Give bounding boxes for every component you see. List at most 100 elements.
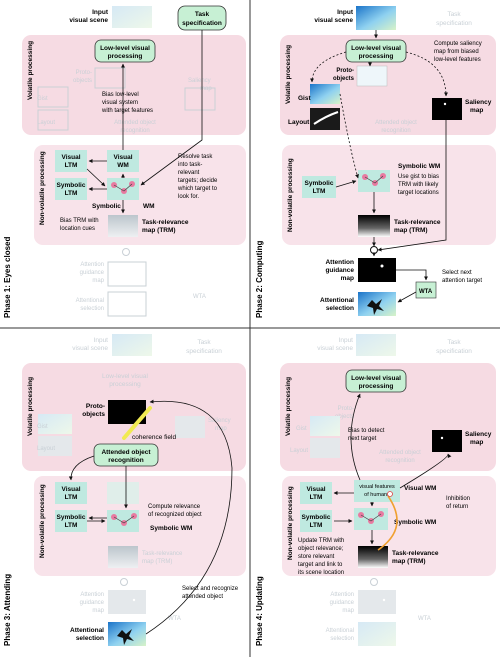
wm-node-graph-icon xyxy=(111,181,135,194)
wm-node-graph-icon xyxy=(358,511,384,524)
symbolic-label: Symbolic xyxy=(92,203,121,210)
agm-map xyxy=(358,590,396,614)
wta-label: WTA xyxy=(419,289,433,295)
saliency-map xyxy=(184,87,216,111)
phase4-arrows xyxy=(333,393,452,551)
agm-spot xyxy=(380,264,384,268)
input-scene-thumb xyxy=(356,334,396,356)
coherence-note: coherence field xyxy=(132,434,176,441)
nonvolatile-panel xyxy=(282,145,496,245)
input-scene-thumb xyxy=(356,6,396,30)
proto-label: Proto-objects xyxy=(73,70,92,84)
combine-node-icon xyxy=(122,248,130,256)
symbolic-ltm-box xyxy=(300,510,332,532)
attsel-map xyxy=(358,622,396,646)
gist-map xyxy=(310,84,340,104)
volatile-label: Volatile processing xyxy=(285,45,292,104)
nonvolatile-panel xyxy=(282,476,496,576)
phase-label: Phase 2: Computing xyxy=(255,241,264,318)
gist-label: Gist xyxy=(37,96,48,102)
nonvolatile-label: Non-volatile processing xyxy=(287,486,294,560)
wta-label: WTA xyxy=(193,294,206,300)
layout-map xyxy=(310,108,340,130)
wta-label: WTA xyxy=(168,616,181,622)
symbolic-ltm-box xyxy=(302,176,336,198)
phase-label: Phase 4: Updating xyxy=(255,576,264,646)
gist-label: Gist xyxy=(296,426,307,432)
nonvolatile-label: Non-volatile processing xyxy=(39,151,46,225)
wta-box xyxy=(415,281,437,299)
wm-label: WM xyxy=(143,203,155,210)
layout-label: Layout xyxy=(288,119,310,126)
input-scene-thumb xyxy=(112,6,152,28)
input-scene-thumb xyxy=(112,334,152,356)
saliency-map xyxy=(175,416,205,438)
combine-node-icon xyxy=(120,578,128,586)
symbolic-wm-label: Symbolic WM xyxy=(150,525,192,532)
proto-map xyxy=(356,65,388,87)
phase1-arrows xyxy=(86,30,203,214)
layout-label: Layout xyxy=(37,120,55,126)
layout-map xyxy=(310,438,340,458)
gist-map xyxy=(38,414,72,434)
agm-map xyxy=(107,261,147,287)
layout-label: Layout xyxy=(37,446,55,452)
nonvolatile-label: Non-volatile processing xyxy=(287,158,294,232)
volatile-label: Volatile processing xyxy=(285,377,292,436)
proto-label: Proto-objects xyxy=(335,406,354,420)
wta-label: WTA xyxy=(418,616,431,622)
trm-map xyxy=(358,546,388,568)
proto-map xyxy=(94,67,126,89)
symbolic-ltm-box xyxy=(55,510,87,532)
agm-map xyxy=(108,590,146,614)
trm-map xyxy=(358,215,390,237)
trm-map xyxy=(108,546,138,568)
agm-spot xyxy=(132,598,136,602)
symbolic-ltm-box xyxy=(55,178,87,200)
visual-wm-label: Visual WM xyxy=(404,485,436,492)
visual-wm-box xyxy=(107,482,139,504)
attsel-target-icon xyxy=(117,629,134,645)
